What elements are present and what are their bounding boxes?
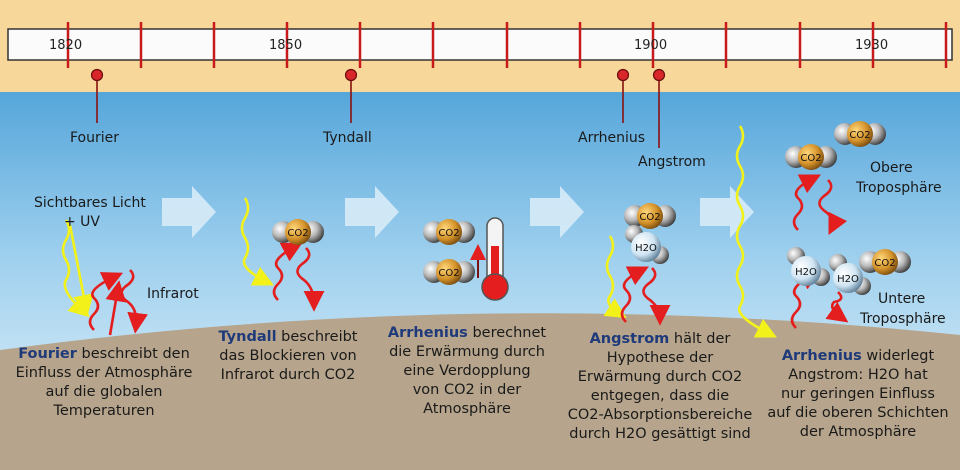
upper-troposphere-label-1: Obere [870, 160, 913, 176]
caption-arrhenius-2: Arrhenius widerlegt Angstrom: H2O hat nu… [760, 347, 956, 442]
scientist-label-arrhenius: Arrhenius [578, 130, 646, 146]
scientist-label-fourier: Fourier [70, 130, 120, 146]
svg-text:CO2: CO2 [874, 258, 895, 269]
caption-fourier: Fourier beschreibt den Einfluss der Atmo… [8, 345, 200, 421]
visible-light-label: Sichtbares Licht [34, 195, 146, 211]
ground [0, 313, 960, 470]
caption-line: Infrarot durch CO2 [220, 367, 356, 383]
caption-line: die Erwärmung durch [389, 344, 545, 360]
caption-angstrom: Angstrom hält der Hypothese der Erwärmun… [555, 330, 765, 444]
caption-line: nur geringen Einfluss [781, 386, 935, 402]
uv-label: + UV [64, 214, 101, 230]
timeline-bar [7, 28, 953, 61]
year-label: 1900 [634, 38, 668, 53]
caption-line: Temperaturen [53, 403, 155, 419]
caption-line: Einfluss der Atmosphäre [15, 365, 193, 381]
caption-line: entgegen, dass die [590, 388, 730, 404]
caption-name: Tyndall [218, 329, 277, 345]
caption-text: hält der [673, 331, 731, 347]
scientist-markers [96, 76, 660, 148]
caption-arrhenius-1: Arrhenius berechnet die Erwärmung durch … [372, 324, 562, 419]
svg-text:CO2: CO2 [849, 130, 870, 141]
year-label: 1820 [49, 38, 83, 53]
caption-name: Angstrom [589, 331, 670, 347]
caption-name: Fourier [18, 346, 77, 362]
caption-line: Atmosphäre [423, 401, 511, 417]
svg-text:CO2: CO2 [438, 228, 459, 239]
caption-line: von CO2 in der [412, 382, 522, 398]
svg-text:CO2: CO2 [438, 268, 459, 279]
lower-troposphere-label-1: Untere [878, 291, 926, 307]
svg-text:CO2: CO2 [800, 153, 821, 164]
year-label: 1850 [269, 38, 303, 53]
caption-line: der Atmosphäre [799, 424, 917, 440]
caption-line: Angstrom: H2O hat [788, 367, 928, 383]
caption-line: auf die oberen Schichten [767, 405, 949, 421]
caption-line: Hypothese der [606, 350, 714, 366]
caption-name: Arrhenius [781, 348, 862, 364]
thermometer [470, 217, 509, 301]
svg-text:CO2: CO2 [639, 212, 660, 223]
year-label: 1930 [855, 38, 889, 53]
panel1-rays [61, 219, 148, 336]
co2-molecules: CO2 CO2 CO2 CO2 CO2 CO2 CO2 [272, 121, 911, 285]
caption-text: beschreibt den [81, 346, 190, 362]
infrared-label: Infrarot [147, 286, 199, 302]
svg-text:H2O: H2O [837, 274, 859, 285]
svg-text:H2O: H2O [795, 267, 817, 278]
h2o-molecules: H2O H2O H2O [625, 225, 871, 295]
svg-text:CO2: CO2 [287, 228, 308, 239]
svg-text:H2O: H2O [635, 243, 657, 254]
caption-line: durch H2O gesättigt sind [569, 426, 751, 442]
caption-tyndall: Tyndall beschreibt das Blockieren von In… [208, 328, 368, 385]
caption-line: Erwärmung durch CO2 [577, 369, 743, 385]
upper-troposphere-label-2: Troposphäre [856, 180, 942, 196]
lower-troposphere-label-2: Troposphäre [860, 311, 946, 327]
scientist-label-tyndall: Tyndall [323, 130, 372, 146]
caption-line: CO2-Absorptionsbereiche [567, 407, 753, 423]
caption-text: widerlegt [866, 348, 935, 364]
caption-name: Arrhenius [387, 325, 468, 341]
caption-line: auf die globalen [45, 384, 163, 400]
panel5-rays [735, 125, 849, 338]
caption-text: beschreibt [281, 329, 358, 345]
caption-line: eine Verdopplung [403, 363, 531, 379]
timeline-ticks [66, 22, 948, 68]
scientist-label-angstrom: Angstrom [638, 154, 706, 170]
caption-text: berechnet [472, 325, 547, 341]
caption-line: das Blockieren von [219, 348, 357, 364]
panel2-rays [240, 197, 325, 312]
panel4-rays [603, 235, 671, 326]
